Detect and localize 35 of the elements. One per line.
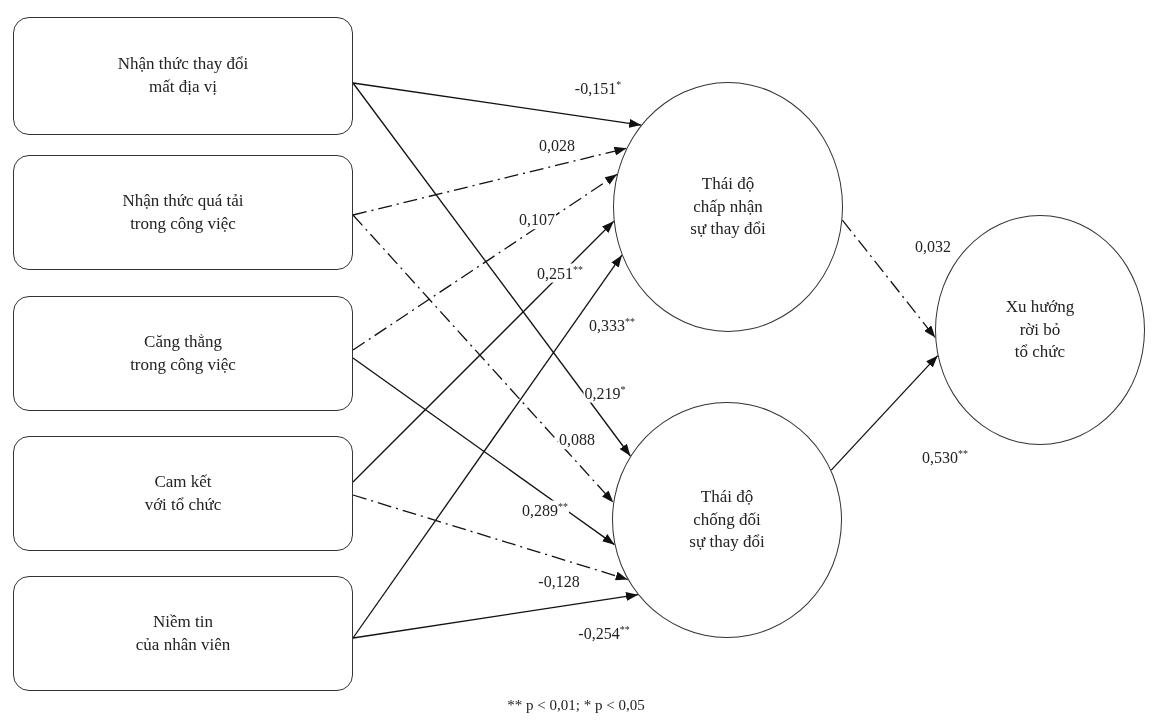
arrow xyxy=(841,219,936,339)
edge-label: 0,028 xyxy=(538,137,576,155)
edge-label: -0,128 xyxy=(537,573,581,591)
arrow xyxy=(352,592,639,639)
node-label: Nhận thức quá tải trong công việc xyxy=(122,189,244,235)
node-label: Xu hướng rời bỏ tổ chức xyxy=(1005,295,1075,364)
factor-box xyxy=(13,296,353,411)
significance-note: ** p < 0,01; * p < 0,05 xyxy=(507,697,645,714)
edge-label: -0,151$^{*}$ xyxy=(573,78,623,98)
factor-box xyxy=(13,576,353,691)
arrow xyxy=(352,494,629,581)
factor-box xyxy=(13,155,353,270)
node-label: Thái độ chống đối sự thay đổi xyxy=(689,485,765,554)
arrow xyxy=(352,82,642,128)
node-label: Niềm tin của nhân viên xyxy=(135,610,231,656)
arrow xyxy=(352,146,628,216)
node-label: Căng thẳng trong công việc xyxy=(130,330,236,376)
edge-label: 0,251$^{**}$ xyxy=(536,263,584,283)
edge-label: 0,107 xyxy=(518,211,556,229)
node-label: Nhận thức thay đổi mất địa vị xyxy=(117,53,249,98)
edge-label: 0,333$^{**}$ xyxy=(588,315,636,335)
factor-box xyxy=(13,17,353,135)
edge-label: 0,032 xyxy=(914,238,952,256)
arrow xyxy=(830,355,939,471)
node-label: Cam kết với tổ chức xyxy=(144,470,222,516)
edge-label: 0,289$^{**}$ xyxy=(521,500,569,520)
edge-label: 0,219$^{*}$ xyxy=(583,383,627,403)
edge-label: -0,254$^{**}$ xyxy=(577,623,631,643)
arrow xyxy=(352,254,623,639)
arrow xyxy=(352,82,632,457)
arrow xyxy=(352,357,616,546)
node-label: Thái độ chấp nhận sự thay đổi xyxy=(690,172,766,241)
factor-box xyxy=(13,436,353,551)
edge-label: 0,088 xyxy=(558,431,596,449)
edge-label: 0,530$^{**}$ xyxy=(921,447,969,467)
